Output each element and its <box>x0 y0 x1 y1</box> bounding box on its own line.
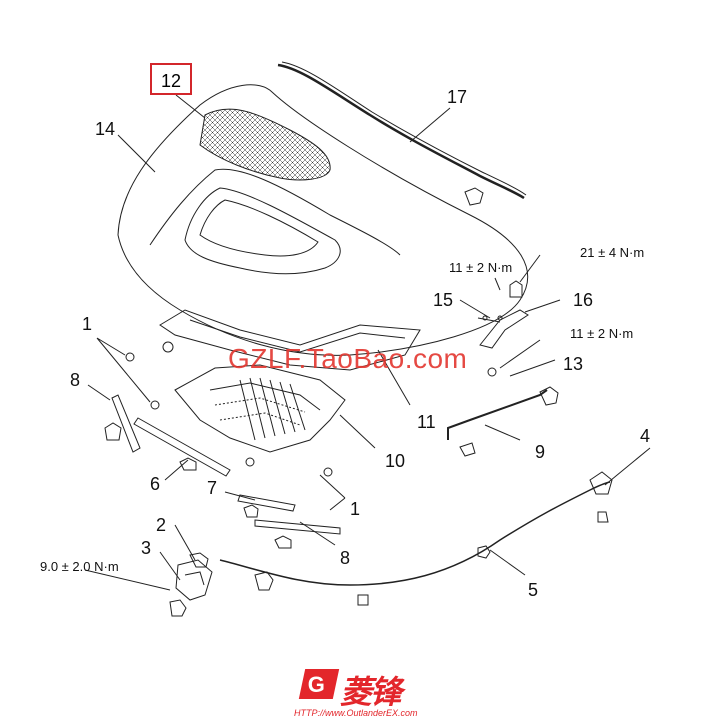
logo-url: HTTP://www.OutlanderEX.com <box>294 708 418 718</box>
callout-3: 3 <box>141 538 152 558</box>
torque-label-21: 21 ± 4 N·m <box>580 245 645 260</box>
callout-9: 9 <box>535 442 546 462</box>
callout-12-highlight: 12 <box>150 63 192 95</box>
seal-7 <box>237 494 296 512</box>
torque-label-11-bolt: 11 ± 2 N·m <box>570 326 634 341</box>
torque-label-11-hinge: 11 ± 2 N·m <box>449 260 513 275</box>
callout-4: 4 <box>640 426 651 446</box>
hood-insulator <box>159 309 421 371</box>
callout-15: 15 <box>433 290 454 310</box>
callout-1-top: 1 <box>82 314 93 334</box>
callout-10: 10 <box>385 451 406 471</box>
lower-panel <box>174 364 346 453</box>
callout-11: 11 <box>417 412 436 432</box>
weatherstrip <box>277 63 525 200</box>
hood-scoop <box>184 187 341 275</box>
brand-logo: G 菱锋 HTTP://www.OutlanderEX.com <box>294 667 430 718</box>
callout-5: 5 <box>528 580 539 600</box>
watermark-text: GZLF.TaoBao.com <box>228 343 468 374</box>
callout-13: 13 <box>563 354 584 374</box>
seal-strip-lower <box>254 519 341 535</box>
logo-badge: G <box>298 669 340 699</box>
logo-text: 菱锋 <box>340 673 402 711</box>
callout-14: 14 <box>95 119 116 139</box>
hood-panel <box>117 84 529 356</box>
callout-17: 17 <box>447 87 468 107</box>
release-cable <box>219 481 611 586</box>
seal-strip-left <box>111 394 141 453</box>
scoop-grille <box>199 108 331 181</box>
callout-2: 2 <box>156 515 167 535</box>
torque-label-9: 9.0 ± 2.0 N·m <box>40 559 119 574</box>
callout-8-left: 8 <box>70 370 81 390</box>
hood-prop-rod <box>447 389 548 440</box>
seal-6 <box>133 417 231 477</box>
callout-7: 7 <box>207 478 218 498</box>
callout-16: 16 <box>573 290 594 310</box>
hood-latch <box>175 559 213 601</box>
callout-6: 6 <box>150 474 161 494</box>
callout-12: 12 <box>160 71 182 91</box>
callout-1-bottom: 1 <box>350 499 361 519</box>
callout-8-bottom: 8 <box>340 548 351 568</box>
logo-badge-letter: G <box>307 672 325 697</box>
